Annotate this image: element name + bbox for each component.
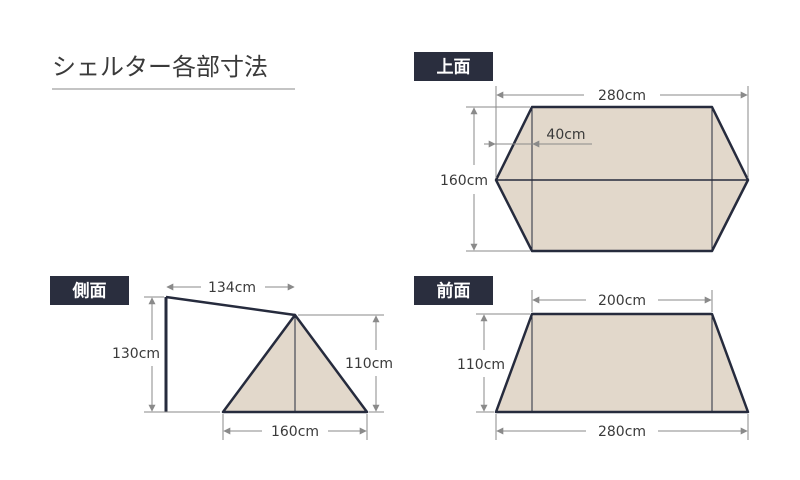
- top-view: 上面 280cm 40cm 160cm: [414, 52, 750, 253]
- page-title: シェルター各部寸法: [52, 53, 268, 81]
- side-base-label: 160cm: [271, 424, 319, 440]
- front-height-label: 110cm: [457, 357, 505, 373]
- front-view-label: 前面: [437, 281, 471, 302]
- side-ridge-label: 110cm: [345, 356, 393, 372]
- front-view-label-bg: [414, 276, 493, 305]
- side-pole-label: 130cm: [112, 346, 160, 362]
- front-base-label: 280cm: [598, 424, 646, 440]
- side-view-label-bg: [50, 276, 129, 305]
- side-view-label: 側面: [72, 281, 107, 302]
- front-top-label: 200cm: [598, 293, 646, 309]
- top-view-label: 上面: [437, 58, 471, 78]
- top-view-label-bg: [414, 52, 493, 81]
- front-view-shape: [494, 312, 750, 414]
- top-view-shape: [494, 105, 750, 253]
- side-view: 側面 134cm 130cm 110cm 160cm: [50, 276, 393, 440]
- top-depth-label: 160cm: [440, 173, 488, 189]
- side-view-roof-line: [165, 295, 296, 317]
- front-view: 前面 200cm 110cm 280cm: [414, 276, 750, 440]
- side-roof-label: 134cm: [208, 280, 256, 296]
- top-offset-label: 40cm: [546, 127, 585, 143]
- top-width-label: 280cm: [598, 88, 646, 104]
